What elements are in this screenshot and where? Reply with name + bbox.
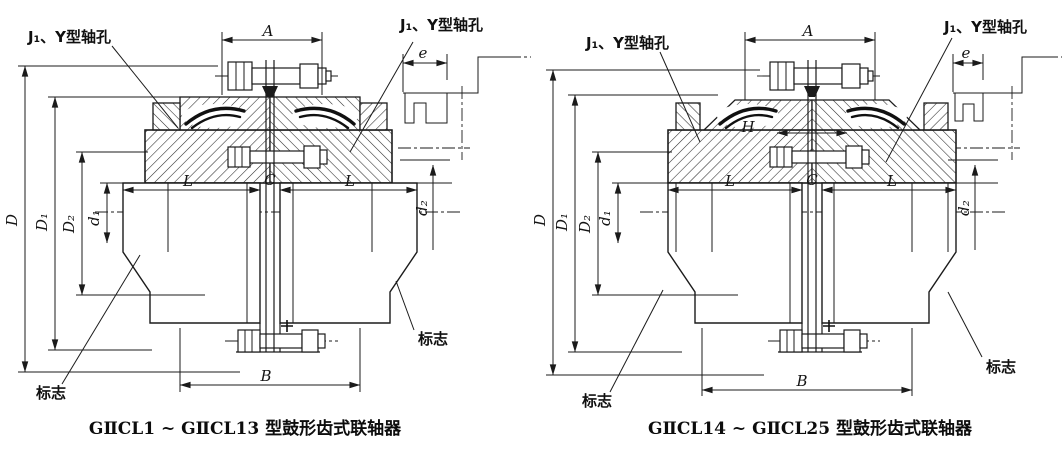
dim-B: B <box>179 328 361 392</box>
leader-shaft-hole-left: J₁、Y型轴孔 <box>27 28 179 129</box>
leader-shaft-hole-right: J₁、Y型轴孔 <box>349 16 483 153</box>
dim-label-L-right: L <box>886 172 897 190</box>
leader-mark-left: 标志 <box>35 254 141 402</box>
bottom-bolt <box>779 320 868 353</box>
dim-label-A: A <box>801 22 814 40</box>
top-bolt <box>227 61 332 91</box>
dim-d1: d₁ <box>85 182 125 244</box>
mark-label-right: 标志 <box>985 358 1016 376</box>
dim-D: D <box>3 65 240 373</box>
dim-label-B: B <box>259 367 271 385</box>
dim-e: e <box>952 44 984 92</box>
figure-left: A e D D₁ D₂ d₁ d₂ <box>3 16 531 439</box>
dim-label-e: e <box>962 44 971 62</box>
dim-d2: d₂ <box>955 164 979 250</box>
center-joint <box>804 60 820 352</box>
leader-mark-right: 标志 <box>395 280 448 348</box>
mating-shaft-contour <box>400 56 508 184</box>
flange-bolt-inner <box>769 145 870 169</box>
shaft-hole-label-right: J₁、Y型轴孔 <box>943 18 1027 36</box>
dim-label-D1: D₁ <box>33 213 51 232</box>
dim-label-C: C <box>264 171 276 189</box>
mark-label-left: 标志 <box>35 384 66 402</box>
hub-left <box>667 182 803 324</box>
dim-B: B <box>701 328 913 396</box>
dim-d2: d₂ <box>413 164 437 250</box>
figure-right: H A e D D₁ D₂ d₁ <box>531 18 1062 439</box>
dim-label-L-left: L <box>724 172 735 190</box>
dim-label-B: B <box>795 372 807 390</box>
dim-L-left: L <box>122 172 261 194</box>
dim-D2: D₂ <box>60 151 205 296</box>
plus-mark <box>823 320 835 332</box>
dim-d1: d₁ <box>596 182 670 244</box>
dim-D1: D₁ <box>33 96 183 351</box>
leader-mark-right: 标志 <box>947 291 1016 376</box>
shaft-hole-label-right: J₁、Y型轴孔 <box>399 16 483 34</box>
dim-label-d2: d₂ <box>413 200 431 216</box>
caption-left: GⅡCL1 ~ GⅡCL13 型鼓形齿式联轴器 <box>89 418 402 439</box>
dim-L-right: L <box>279 172 418 194</box>
hub-right <box>279 182 418 324</box>
dim-label-d1: d₁ <box>85 210 103 226</box>
dim-A: A <box>744 22 876 100</box>
leader-shaft-hole-left: J₁、Y型轴孔 <box>585 34 701 143</box>
gear-teeth-marks <box>182 104 358 130</box>
shaft-hole-label-left: J₁、Y型轴孔 <box>585 34 669 52</box>
dim-D1: D₁ <box>553 94 718 353</box>
dim-H: H <box>740 118 848 137</box>
dim-label-A: A <box>261 22 274 40</box>
dim-A: A <box>221 22 323 95</box>
mark-label-left: 标志 <box>581 392 612 410</box>
dim-label-D: D <box>3 214 21 227</box>
dim-label-d1: d₁ <box>596 210 614 226</box>
hub-right <box>821 182 957 324</box>
bottom-bolt <box>237 320 326 353</box>
dim-label-d2: d₂ <box>955 200 973 216</box>
dim-label-e: e <box>419 44 428 62</box>
shaft-hole-label-left: J₁、Y型轴孔 <box>27 28 111 46</box>
dim-D2: D₂ <box>576 151 738 296</box>
top-bolt <box>769 61 874 91</box>
dim-L-right: L <box>821 172 957 194</box>
leader-mark-left: 标志 <box>581 289 664 410</box>
mark-label-right: 标志 <box>417 330 448 348</box>
dim-label-L-left: L <box>182 172 193 190</box>
dim-label-H: H <box>740 118 755 136</box>
caption-right: GⅡCL14 ~ GⅡCL25 型鼓形齿式联轴器 <box>648 418 973 439</box>
center-joint <box>262 60 278 352</box>
dim-label-D2: D₂ <box>576 215 594 234</box>
dim-label-C: C <box>806 171 818 189</box>
gear-teeth-marks <box>717 104 907 130</box>
mating-shaft-contour <box>948 56 1045 184</box>
flange-bolt-inner <box>227 145 328 169</box>
dim-label-D2: D₂ <box>60 215 78 234</box>
dim-label-D1: D₁ <box>553 213 571 232</box>
dim-L-left: L <box>667 172 803 194</box>
dim-e: e <box>402 44 448 92</box>
hub-left <box>122 182 261 324</box>
plus-mark <box>281 320 293 332</box>
dim-D: D <box>531 69 764 376</box>
leader-shaft-hole-right: J₁、Y型轴孔 <box>885 18 1027 163</box>
dim-label-L-right: L <box>344 172 355 190</box>
dim-label-D: D <box>531 214 549 227</box>
